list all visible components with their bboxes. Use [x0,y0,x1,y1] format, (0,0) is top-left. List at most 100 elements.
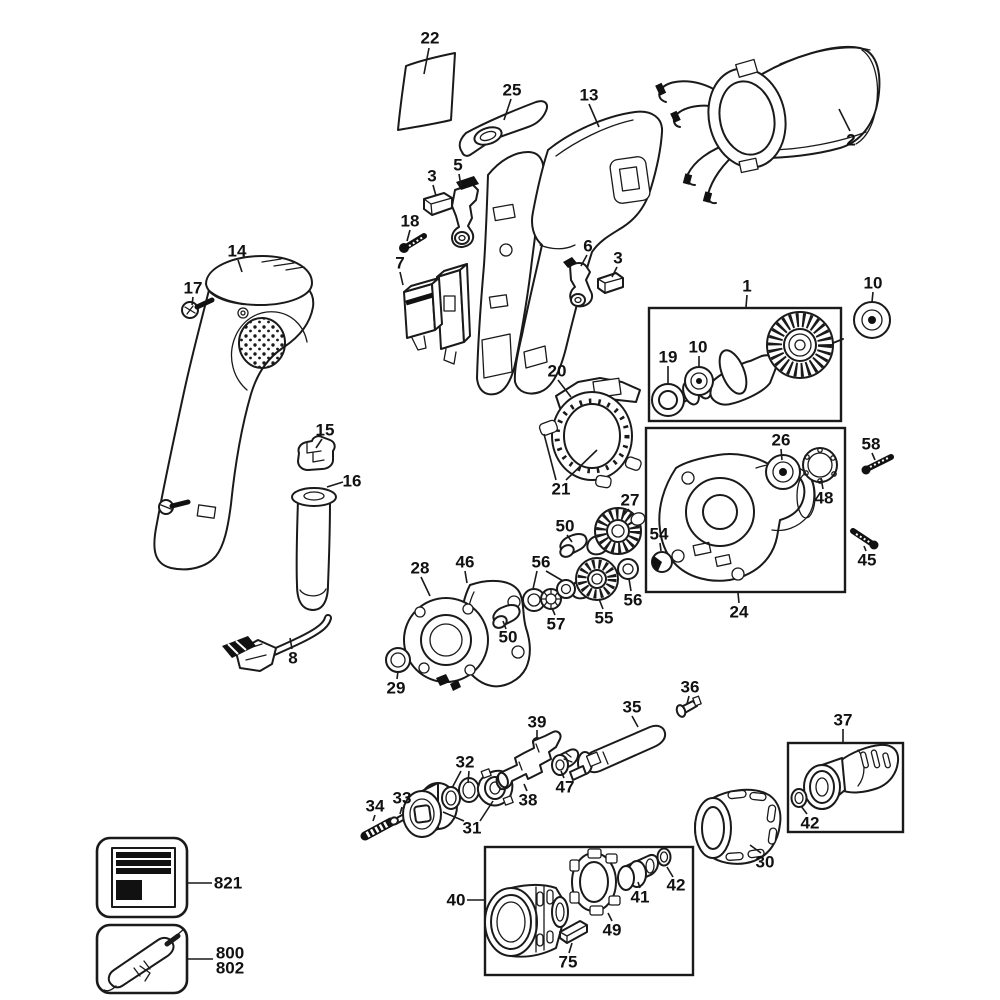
leader-line-17 [191,296,194,306]
callout-16: 16 [343,472,362,491]
leader-line-42a [800,805,808,815]
leader-line-3b [611,266,618,278]
callout-10b: 10 [689,338,708,357]
part-38-clutch-shaft [495,730,562,791]
callout-8: 8 [288,649,297,668]
part-29-washer [385,647,411,673]
power-tool-icon [103,928,185,992]
callout-42b: 42 [667,876,686,895]
leader-line-50a [566,534,573,543]
part-3b-carbon-brush [597,272,624,294]
callout-30: 30 [756,853,775,872]
part-49-clutch-jaw [569,848,621,916]
leader-line-1 [745,294,748,308]
part-7-switch [403,263,471,365]
part-42-o-ring-collar [656,847,672,867]
part-75-key [559,920,588,944]
callout-15: 15 [316,421,335,440]
callout-17: 17 [184,279,203,298]
callout-33: 33 [393,789,412,808]
part-34-spring [360,817,396,841]
callout-38: 38 [519,791,538,810]
leader-line-46 [464,570,468,584]
callout-46: 46 [456,553,475,572]
leader-line-36 [686,695,690,705]
callout-55: 55 [595,609,614,628]
part-20-brush-ring-assembly [538,377,642,489]
leader-line-48 [820,477,824,490]
part-19-retaining-ring [651,383,685,417]
callout-26: 26 [772,431,791,450]
callout-48: 48 [815,489,834,508]
leader-line-55 [598,598,604,610]
part-47-adjusting-nut [551,748,580,776]
leader-line-75 [568,942,573,954]
leader-line-27 [621,508,630,518]
callout-3a: 3 [427,167,436,186]
part-30-clutch-collar [694,788,782,865]
part-55-gear [570,557,619,601]
leader-line-10a [871,291,874,303]
leader-line-29 [396,670,399,680]
part-16-cord-protector [291,487,337,611]
part-31-retainer-nut [402,782,458,838]
leader-line-5 [458,173,462,187]
part-36-detent-pin [675,695,702,718]
callout-19: 19 [659,348,678,367]
callout-54: 54 [650,525,669,544]
callout-42a: 42 [801,814,820,833]
callout-10a: 10 [864,274,883,293]
callout-45: 45 [858,551,877,570]
callout-802: 802 [216,959,244,978]
part-56-washer-mid [556,579,576,599]
leader-line-56a [545,570,564,582]
leader-line-21 [543,433,557,481]
callout-50b: 50 [499,628,518,647]
group-box-37-nose-assembly [786,741,905,834]
part-41-sleeve [617,853,659,891]
part-13-motor-housing [476,110,664,396]
callout-18: 18 [401,212,420,231]
leader-line-15 [315,438,323,449]
callout-20: 20 [548,362,567,381]
part-25-housing-cap [458,100,548,157]
leader-line-31 [479,800,494,822]
callout-29: 29 [387,679,406,698]
leader-line-16 [326,481,344,488]
callout-75: 75 [559,953,578,972]
leader-line-21 [565,449,598,481]
leader-line-20 [557,379,572,398]
part-26-bearing [765,454,801,490]
part-17-screw [181,297,215,319]
group-box-1-armature [647,306,844,423]
part-54-pin [651,551,673,573]
leader-line-56b [628,578,632,592]
part-10-bearing-inner [684,366,714,396]
callout-13: 13 [580,86,599,105]
part-5-brush-holder [451,176,479,248]
leader-line-38 [523,783,528,792]
leader-line-57 [551,607,556,616]
leader-line-33 [399,806,403,815]
callout-24: 24 [730,603,749,622]
part-28-bearing-plate [403,597,489,691]
callout-56a: 56 [532,553,551,572]
callout-3b: 3 [613,249,622,268]
leader-line-34 [372,814,376,822]
part-24-gear-case [658,453,816,582]
nameplate-label-icon [111,847,176,908]
legend-800-802-tool [95,923,189,995]
part-6-brush-holder [563,257,594,308]
callout-57: 57 [547,615,566,634]
part-14-handle [153,255,315,571]
callout-35: 35 [623,698,642,717]
leader-line-14 [237,259,243,273]
callout-6: 6 [583,237,592,256]
callout-22: 22 [421,29,440,48]
leader-line-26 [780,448,783,461]
leader-line-50b [502,620,507,630]
part-10-bearing-outer [853,301,891,339]
callout-32: 32 [456,753,475,772]
leader-line-47 [560,770,565,779]
